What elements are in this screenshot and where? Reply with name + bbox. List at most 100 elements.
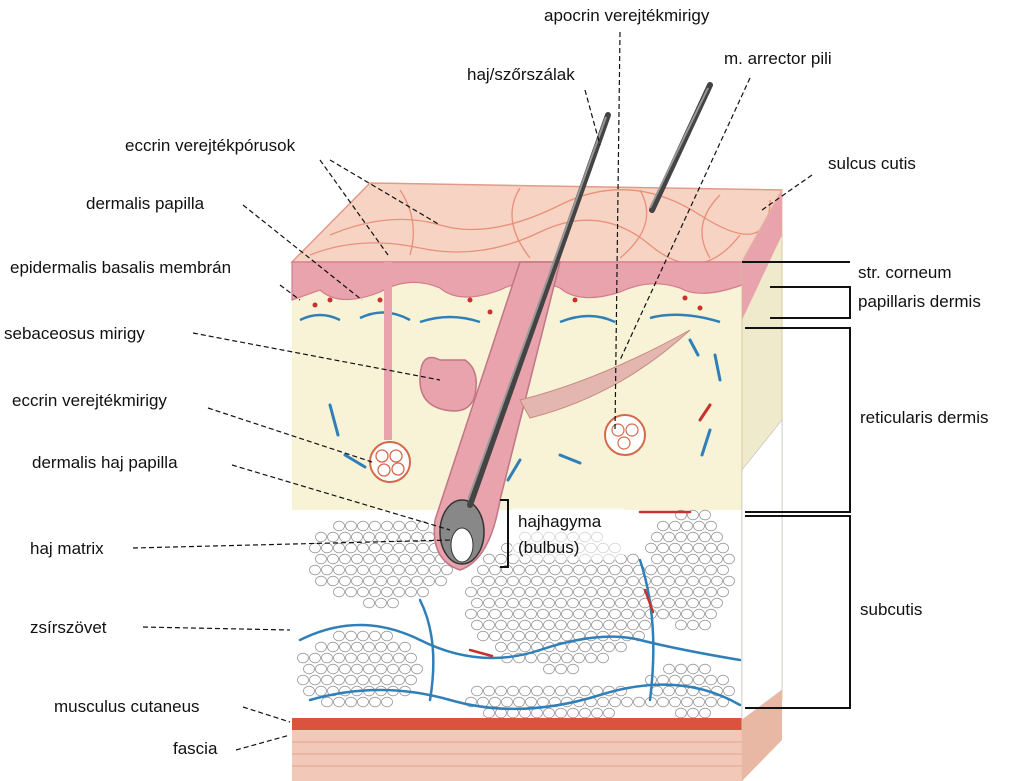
fat-cell [357,586,369,598]
fat-cell [381,630,393,642]
fat-cell [555,663,567,675]
fat-cell [567,663,579,675]
fat-cell [549,564,561,576]
fat-cell [375,663,387,675]
fat-cell [561,586,573,598]
fat-cell [315,641,327,653]
fat-cell [369,520,381,532]
fat-cell [699,619,711,631]
fat-cell [375,575,387,587]
bulbus-label-bg [512,508,624,560]
fat-cell [723,685,735,697]
label-corneum: str. corneum [858,263,952,282]
fat-cell [531,685,543,697]
fat-cell [579,619,591,631]
label-dermalis-papilla: dermalis papilla [86,194,205,213]
fat-cell [591,619,603,631]
fat-cell [537,630,549,642]
fat-cell [381,586,393,598]
fat-cell [339,663,351,675]
fat-cell [333,586,345,598]
fat-cell [615,641,627,653]
fat-cell [441,564,453,576]
fat-cell [351,553,363,565]
fat-cell [711,531,723,543]
fat-cell [615,597,627,609]
fat-cell [675,663,687,675]
fat-cell [693,520,705,532]
side-epidermis [742,190,782,320]
fat-cell [321,696,333,708]
arrector-pili-muscle [519,329,691,419]
fat-cell [399,553,411,565]
fat-cell [633,696,645,708]
fat-cell [579,597,591,609]
fat-cell [561,652,573,664]
fat-cell [363,663,375,675]
labels: eccrin verejtékpórusok dermalis papilla … [4,6,988,758]
fat-cell [333,652,345,664]
fat-cell [339,641,351,653]
fat-cell [423,553,435,565]
fat-cell [543,685,555,697]
fat-cell [369,564,381,576]
fat-cell [681,696,693,708]
fat-cell [357,674,369,686]
fat-cell [393,652,405,664]
fat-cell [687,707,699,719]
fat-cell [489,564,501,576]
fat-cell [315,663,327,675]
fat-cell [345,652,357,664]
fat-cell [543,663,555,675]
fat-cell [705,696,717,708]
fat-cell [579,641,591,653]
fat-cell [699,663,711,675]
fat-cell [339,531,351,543]
fat-cell [381,652,393,664]
fat-cell [321,542,333,554]
fat-cell [549,586,561,598]
fat-cell [303,663,315,675]
skin-block [290,82,784,781]
fat-cell [411,531,423,543]
fat-cell [321,674,333,686]
fat-cell [507,575,519,587]
eccrine-gland [369,441,411,483]
fat-cell [489,608,501,620]
fat-cell [669,542,681,554]
fat-cell [363,575,375,587]
fat-cell [705,674,717,686]
fat-cell [555,707,567,719]
fat-cell [477,564,489,576]
fat-cell [513,630,525,642]
fat-cell [561,630,573,642]
fat-cell [705,608,717,620]
fat-cell [531,597,543,609]
fat-cell [633,608,645,620]
fat-cell [339,575,351,587]
fat-cell [591,575,603,587]
fat-cell [621,564,633,576]
fat-cell [603,597,615,609]
fat-cell [567,641,579,653]
fat-cell [327,641,339,653]
fat-cell [693,564,705,576]
fat-cell [669,674,681,686]
fat-cell [375,641,387,653]
fat-cell [669,696,681,708]
label-basalis-membran: epidermalis basalis membrán [10,258,231,277]
fat-cell [333,564,345,576]
muscle-layer [292,718,742,730]
fat-cell [363,597,375,609]
fat-cell [465,608,477,620]
fat-cell [621,696,633,708]
eccrine-gland-coils [375,449,405,477]
fat-cell [387,641,399,653]
fat-cell [495,619,507,631]
fat-cell [327,575,339,587]
fat-cell [351,663,363,675]
fat-cell [519,685,531,697]
fat-cell [555,619,567,631]
fat-cell [513,696,525,708]
